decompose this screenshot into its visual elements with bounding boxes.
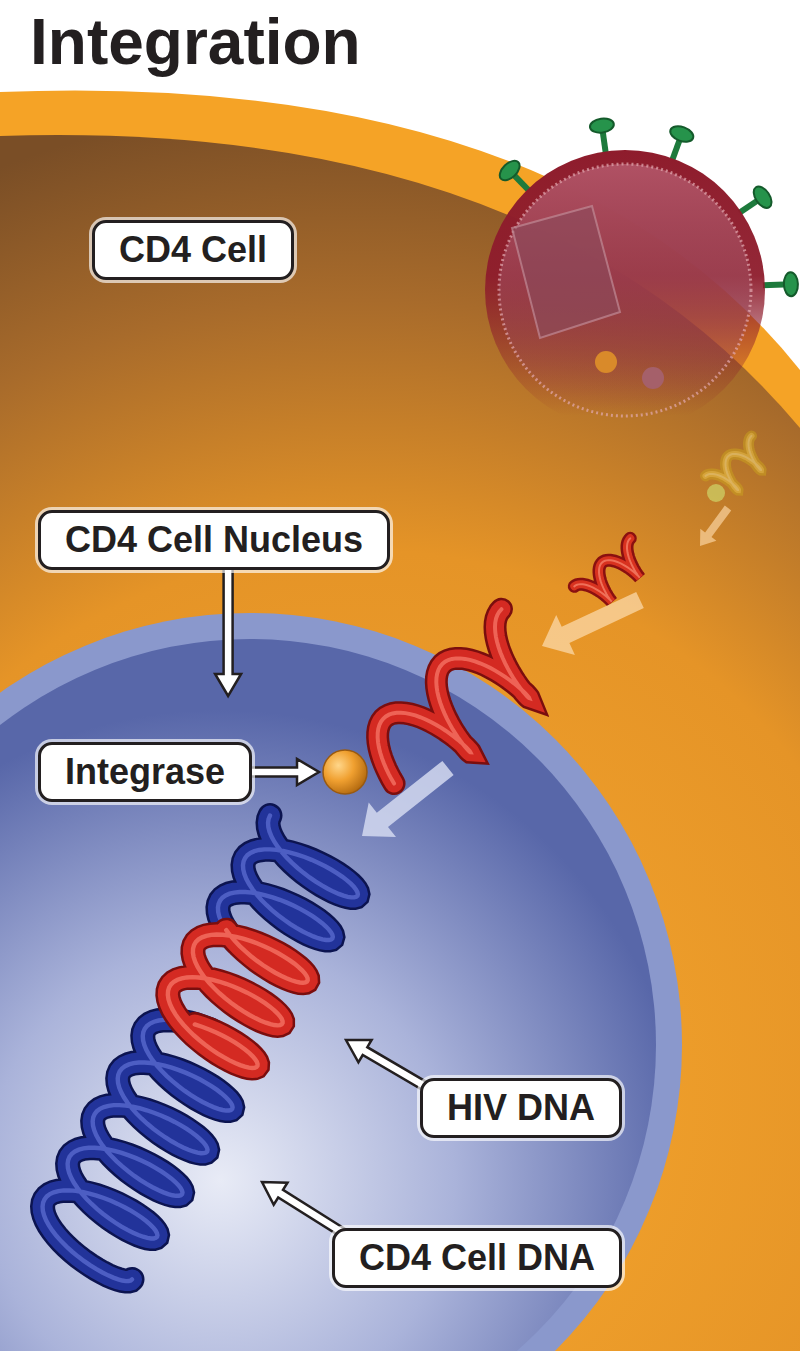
hiv-dna-outline	[378, 609, 530, 783]
callout-box: CD4 Cell DNA	[332, 1228, 622, 1288]
viral-capsid	[512, 206, 620, 338]
process-arrow	[362, 761, 454, 837]
integrated-hiv-dna-highlight	[168, 930, 308, 1068]
viral-rna-body	[706, 436, 762, 490]
hiv-dna-small-outline	[574, 538, 639, 601]
spike-knob	[750, 183, 775, 211]
host-dna-highlight	[218, 816, 358, 943]
hiv-dna	[378, 609, 530, 783]
viral-rna	[706, 436, 762, 490]
hiv-dna-body	[378, 609, 530, 783]
callout-box: CD4 Cell	[92, 220, 294, 280]
viral-enzyme	[595, 351, 617, 373]
callout-box: Integrase	[38, 742, 252, 802]
leader-arrow	[248, 759, 319, 785]
nucleus-envelope	[0, 613, 682, 1351]
leader-arrow	[215, 566, 241, 696]
integrase-enzyme	[323, 750, 367, 794]
callout-label: CD4 Cell DNA	[359, 1231, 595, 1285]
reverse-transcriptase	[707, 484, 725, 502]
host-dna-outline	[218, 816, 358, 943]
viral-rna-outline	[706, 436, 762, 490]
viral-envelope	[485, 150, 765, 430]
spike-knob	[589, 117, 615, 134]
hiv-dna-small-body	[574, 538, 639, 601]
viral-enzyme	[642, 367, 664, 389]
host-dna	[218, 816, 358, 943]
spike-knob	[668, 123, 695, 144]
process-arrow	[700, 506, 731, 546]
callout-label: CD4 Cell	[119, 223, 267, 277]
spike-knob	[783, 272, 798, 296]
leader-arrow	[346, 1040, 430, 1092]
leader-arrows	[215, 566, 430, 1240]
nucleus-interior	[0, 639, 656, 1351]
process-arrow	[542, 592, 644, 655]
hiv-dna-highlight	[378, 609, 530, 783]
callout-label: CD4 Cell Nucleus	[65, 513, 363, 567]
viral-matrix	[499, 164, 751, 416]
hiv-virion	[485, 117, 798, 430]
callout-box: HIV DNA	[420, 1078, 622, 1138]
spike-knob	[496, 157, 523, 184]
integrated-hiv-dna-body	[168, 930, 308, 1068]
callout-label: Integrase	[65, 745, 225, 799]
diagram-title: Integration	[30, 2, 361, 82]
callout-label: HIV DNA	[447, 1081, 595, 1135]
host-dna-body	[218, 816, 358, 943]
hiv-dna-small-highlight	[574, 538, 639, 601]
integrated-hiv-dna-outline	[168, 930, 308, 1068]
callout-box: CD4 Cell Nucleus	[38, 510, 390, 570]
integrated-hiv-dna	[168, 930, 308, 1068]
hiv-dna-small	[574, 538, 639, 601]
viral-rna-highlight	[706, 436, 762, 490]
